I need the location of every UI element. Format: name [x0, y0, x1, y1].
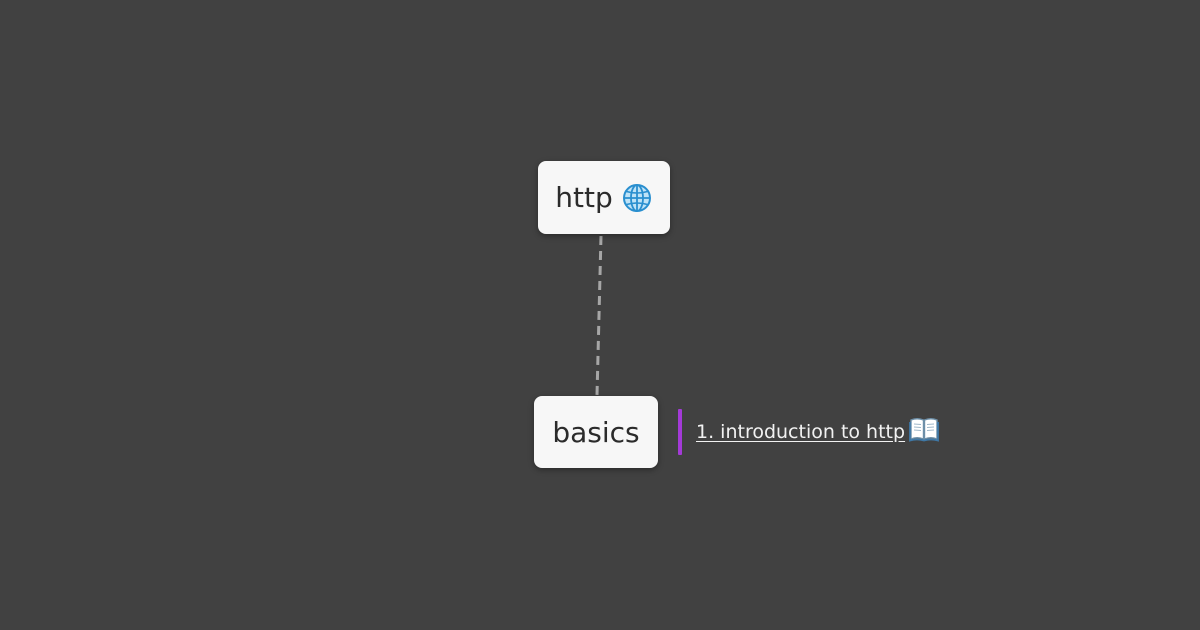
root-node-label: http	[555, 181, 613, 214]
leaf-item: 1. introduction to http	[678, 409, 939, 455]
leaf-link-introduction[interactable]: 1. introduction to http	[696, 416, 939, 445]
globe-icon	[621, 182, 653, 214]
leaf-link-label: 1. introduction to http	[696, 421, 906, 443]
root-node[interactable]: http	[538, 161, 670, 234]
child-node-basics[interactable]: basics	[534, 396, 658, 468]
child-node-label: basics	[552, 415, 640, 449]
leaf-accent-bar	[678, 409, 682, 455]
open-book-icon	[909, 416, 939, 442]
